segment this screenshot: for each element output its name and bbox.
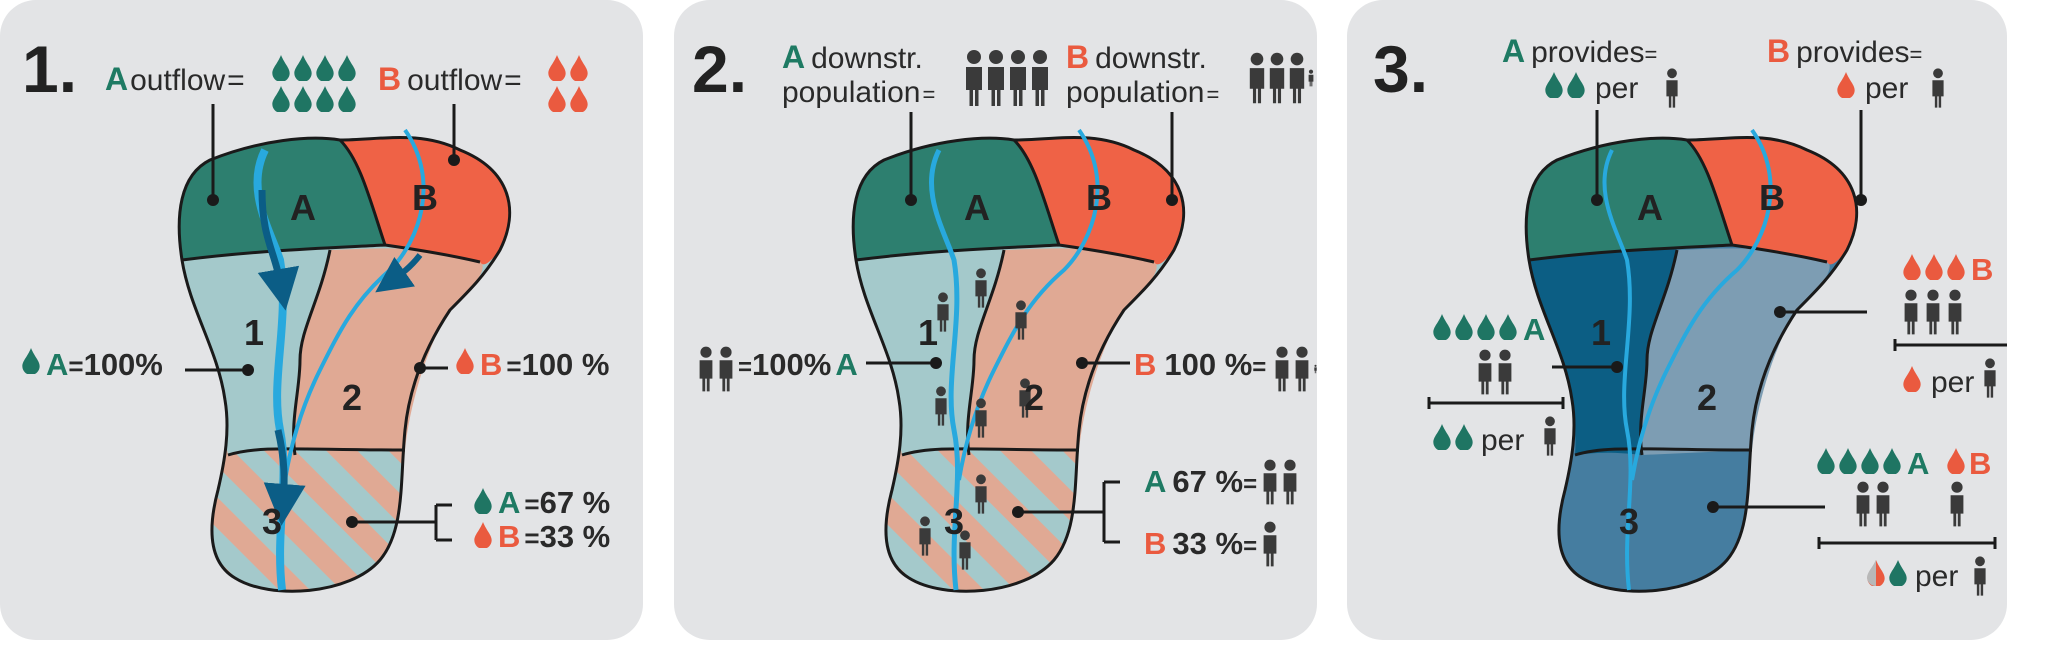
region-a-label: A [964,187,990,228]
drop-icon [1947,448,1965,474]
drop-icons-b [548,55,588,112]
panel-number: 1. [22,32,77,106]
region-1-label: 1 [244,312,264,353]
person-icon [1984,358,1996,398]
watershed [851,136,1186,593]
region-3-label: 3 [262,501,282,542]
header-b-line2: population= [1066,76,1219,109]
label-a-share: A=100% [46,347,163,382]
drop-icon [474,522,492,548]
person-icon [1263,521,1277,567]
people-icons-r3 [1856,481,1964,527]
leader-lines [1427,110,2015,549]
people-icons-b-share [1275,346,1317,392]
header-a-per: per [1595,72,1638,105]
watershed [177,136,512,593]
r2-per: per [1931,366,1974,399]
person-icon [1932,68,1944,108]
r1-letter: A [1523,312,1545,347]
drop-icon [1837,72,1855,98]
header-a-line2: population= [782,76,935,109]
region-2-label: 2 [1697,377,1717,418]
watershed [1524,136,1859,593]
r1-per: per [1481,424,1524,457]
drop-icon [1903,366,1921,392]
drop-icons-r3 [1817,448,1901,474]
drop-icon [456,348,474,374]
rivers [929,128,1100,591]
region-b-label: B [412,177,438,218]
panel-number: 2. [692,32,747,106]
region-a-label: A [290,187,316,228]
region-3-label: 3 [944,501,964,542]
leader-lines [185,104,460,542]
people-icon-pair [699,346,733,392]
people-icons-split-a [1263,459,1297,505]
r3-letter-a: A [1907,446,1929,481]
label-b-share: B=100 % [480,347,609,382]
drop-icon [22,348,40,374]
panel-number: 3. [1373,32,1428,106]
header-b-per: per [1865,72,1908,105]
region-1-label: 1 [1591,312,1611,353]
leader-lines [866,112,1178,544]
rivers [253,128,426,591]
region-2-label: 2 [342,377,362,418]
people-icons-a [966,50,1048,106]
region-b-label: B [1086,177,1112,218]
rivers [1602,128,1773,591]
drop-icons-r1 [1433,314,1517,340]
drop-icons-a [1545,72,1585,98]
region-1-label: 1 [918,312,938,353]
split-a: A=67 % [498,485,610,520]
region-a-label: A [1637,187,1663,228]
drop-icons-r1-per [1433,424,1473,450]
person-icon [1974,556,1986,596]
people-icons-r1 [1478,349,1512,395]
mixed-drop-icons [1867,560,1907,587]
region-2-label: 2 [1024,377,1044,418]
region-b-label: B [1759,177,1785,218]
split-b: B=33 % [498,519,610,554]
person-icon [1544,416,1556,456]
region-3-label: 3 [1619,501,1639,542]
people-icons-b [1249,52,1314,104]
people-icons-r2 [1904,289,1962,335]
r3-per: per [1915,560,1958,593]
person-icon [1666,68,1678,108]
drop-icons-a [272,55,356,112]
r2-letter: B [1971,252,1993,287]
drop-icon [474,488,492,514]
drop-icons-r2 [1903,254,1965,280]
r3-letter-b: B [1969,446,1991,481]
header-a: Aoutflow= [105,61,245,97]
label-a-share: =100%A [738,347,858,382]
